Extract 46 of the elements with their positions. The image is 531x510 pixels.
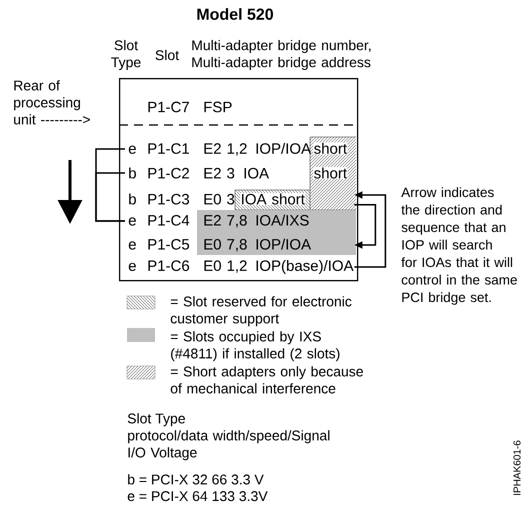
node-label: E2 3 <box>204 168 234 178</box>
note: e = PCI-X 64 133 3.3V <box>128 491 268 502</box>
slot-row: e P1-C6 E0 1,2 IOP(base)/IOA <box>128 260 354 274</box>
slot-row: e P1-C4 E2 7,8 IOA/IXS <box>128 210 356 233</box>
connector <box>354 204 376 249</box>
title: Model 520 <box>197 8 273 20</box>
legend-text: = Short adapters only because of mechanical interference <box>170 366 363 394</box>
node-label: P1-C1 <box>148 143 189 154</box>
legend-text: = Slots occupied by IXS (#4811) if installed (2 slots) <box>170 331 340 362</box>
node-label: b <box>129 193 136 204</box>
slot-row: b P1-C3 E0 3 IOA short <box>129 186 356 210</box>
unit-box <box>119 78 358 282</box>
column-heading: Slot <box>156 50 179 60</box>
node-label: P1-C3 <box>148 194 190 204</box>
node-label: e <box>128 217 136 226</box>
slot-row: b P1-C2 E2 3 IOA short <box>129 162 348 186</box>
node-label: short <box>314 142 347 154</box>
node-label: IOA/IXS <box>256 214 309 226</box>
node-label: IOP/IOA <box>256 142 312 154</box>
note: Arrow indicates the direction and sequence that an IOP will search for IOAs that it will control in the same PCI bridge set. <box>401 187 517 305</box>
column-heading: Slot Type <box>111 40 141 70</box>
slot-row: e P1-C1 E2 1,2 IOP/IOA short <box>128 136 356 162</box>
node-label: e <box>128 241 136 250</box>
node-label: IOA <box>244 168 270 178</box>
node-label: E0 3 <box>204 194 234 204</box>
figure-id: IPHAK601-6 <box>513 440 521 495</box>
node-label: E0 7,8 <box>204 238 247 252</box>
note: protocol/data width/speed/Signal I/O Voltage <box>128 430 330 460</box>
node-label: E2 7,8 <box>204 214 247 228</box>
node-label: P1-C4 <box>148 214 190 226</box>
node-label: e <box>128 146 136 154</box>
connector <box>95 172 125 222</box>
slot-row: e P1-C5 E0 7,8 IOP/IOA <box>128 233 356 255</box>
node-label: short <box>314 167 347 178</box>
slot-row: P1-C7 FSP <box>148 102 232 112</box>
node-label: IOP/IOA <box>256 238 312 250</box>
column-heading: Multi-adapter bridge number, Multi-adapter bridge address <box>192 40 370 70</box>
node-label: P1-C2 <box>148 168 189 178</box>
node-label: P1-C5 <box>148 238 190 250</box>
legend-text: = Slot reserved for electronic customer support <box>170 296 352 326</box>
side-note: Rear of processing unit ---------> <box>14 80 90 124</box>
note: b = PCI-X 32 66 3.3 V <box>128 474 264 484</box>
node-label: IOA short <box>242 193 305 204</box>
note-heading: Slot Type <box>128 413 185 426</box>
node-label: b <box>129 167 136 178</box>
node-label: E2 1,2 <box>204 143 247 156</box>
